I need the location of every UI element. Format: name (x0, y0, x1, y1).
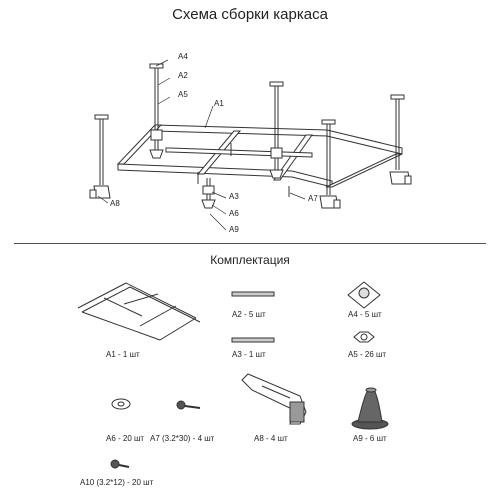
leg-front-right (319, 119, 341, 209)
caption-a6: A6 - 20 шт (106, 434, 145, 443)
caption-a5: A5 - 26 шт (348, 350, 387, 359)
callout-a9: A9 (229, 225, 239, 234)
leg-back-mid (269, 81, 284, 179)
caption-a4: A4 - 5 шт (348, 310, 382, 319)
part-a5-nut (353, 331, 375, 343)
callout-a4: A4 (178, 52, 188, 61)
callout-a5: A5 (178, 90, 188, 99)
caption-a3: A3 - 1 шт (232, 350, 266, 359)
caption-a10: A10 (3.2*12) - 20 шт (80, 478, 154, 487)
part-a7-screw (176, 400, 201, 410)
callout-a6: A6 (229, 209, 239, 218)
caption-a8: A8 - 4 шт (254, 434, 288, 443)
page-title: Схема сборки каркаса (172, 6, 328, 23)
part-a8-bracket (241, 373, 307, 425)
caption-a9: A9 - 6 шт (353, 434, 387, 443)
section-divider (14, 243, 486, 244)
caption-a1: A1 - 1 шт (106, 350, 140, 359)
part-a3-stud (231, 337, 275, 343)
leg-back-right (389, 94, 412, 185)
part-a9-foot (351, 387, 389, 430)
frame-screws (197, 143, 290, 197)
kit-heading: Комплектация (210, 253, 290, 267)
part-a6-washer (111, 398, 131, 410)
part-a4-plate (347, 281, 381, 309)
leg-front-left (89, 114, 111, 199)
frame-a1 (116, 124, 403, 188)
callout-a3: A3 (229, 192, 239, 201)
callout-a8: A8 (110, 199, 120, 208)
part-a2-stud (231, 291, 275, 297)
callout-a2: A2 (178, 71, 188, 80)
caption-a2: A2 - 5 шт (232, 310, 266, 319)
callout-a7: A7 (308, 194, 318, 203)
callout-a1: A1 (214, 99, 224, 108)
leg-front-mid (201, 178, 216, 209)
part-a1-frame (77, 282, 201, 341)
caption-a7: A7 (3.2*30) - 4 шт (150, 434, 215, 443)
part-a10-screw (110, 459, 130, 469)
